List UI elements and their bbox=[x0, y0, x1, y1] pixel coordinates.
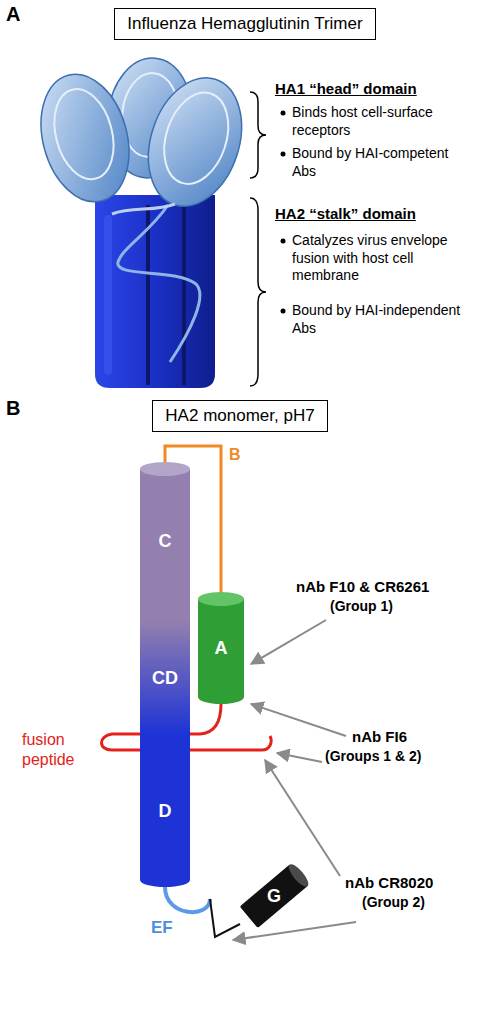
helix-cylinder: CD bbox=[140, 620, 190, 735]
loop-label: B bbox=[229, 446, 241, 464]
fusion-peptide-label: fusion peptide bbox=[22, 730, 96, 770]
domain-heading: HA1 “head” domain bbox=[275, 80, 417, 99]
helix-letter: G bbox=[267, 887, 281, 905]
bracket bbox=[250, 198, 266, 386]
connector bbox=[165, 887, 240, 937]
antibody-group: (Groups 1 & 2) bbox=[325, 748, 421, 766]
helix-cylinder: D bbox=[140, 735, 190, 887]
title-text: HA2 monomer, pH7 bbox=[165, 406, 314, 426]
helix-letter: A bbox=[215, 639, 228, 657]
bullet-text: Binds host cell-surface receptors bbox=[292, 104, 472, 139]
loop-line bbox=[210, 899, 240, 937]
stalk-domain bbox=[95, 195, 215, 388]
bullet-text: Bound by HAI-independent Abs bbox=[292, 302, 472, 337]
helix-cylinder: G bbox=[240, 858, 308, 934]
title-box: Influenza Hemagglutinin Trimer bbox=[114, 8, 375, 40]
helix-cylinder: C bbox=[140, 462, 190, 620]
helix-letter: CD bbox=[152, 669, 178, 687]
antibody-arrows bbox=[233, 620, 356, 940]
helix-cylinder: A bbox=[198, 592, 244, 704]
helix-letter: D bbox=[159, 802, 172, 820]
antibody-group: (Group 2) bbox=[362, 894, 425, 912]
bullet-text: Catalyzes virus envelope fusion with hos… bbox=[292, 232, 472, 285]
panel-letter: A bbox=[6, 2, 20, 27]
antibody-group: (Group 1) bbox=[330, 598, 393, 616]
antibody-name: nAb CR8020 bbox=[345, 874, 433, 893]
antibody-name: nAb F10 & CR6261 bbox=[296, 578, 429, 597]
bullet-text: Bound by HAI-competent Abs bbox=[292, 145, 472, 180]
helix-letter: C bbox=[159, 532, 172, 550]
bracket bbox=[250, 92, 266, 178]
head-domain bbox=[28, 55, 258, 219]
title-text: Influenza Hemagglutinin Trimer bbox=[127, 14, 362, 34]
loop-line bbox=[165, 887, 210, 912]
antibody-name: nAb FI6 bbox=[352, 728, 407, 747]
loop-label: EF bbox=[151, 919, 173, 938]
domain-heading: HA2 “stalk” domain bbox=[275, 205, 416, 224]
title-box: HA2 monomer, pH7 bbox=[152, 400, 327, 432]
panel-letter: B bbox=[6, 396, 20, 421]
